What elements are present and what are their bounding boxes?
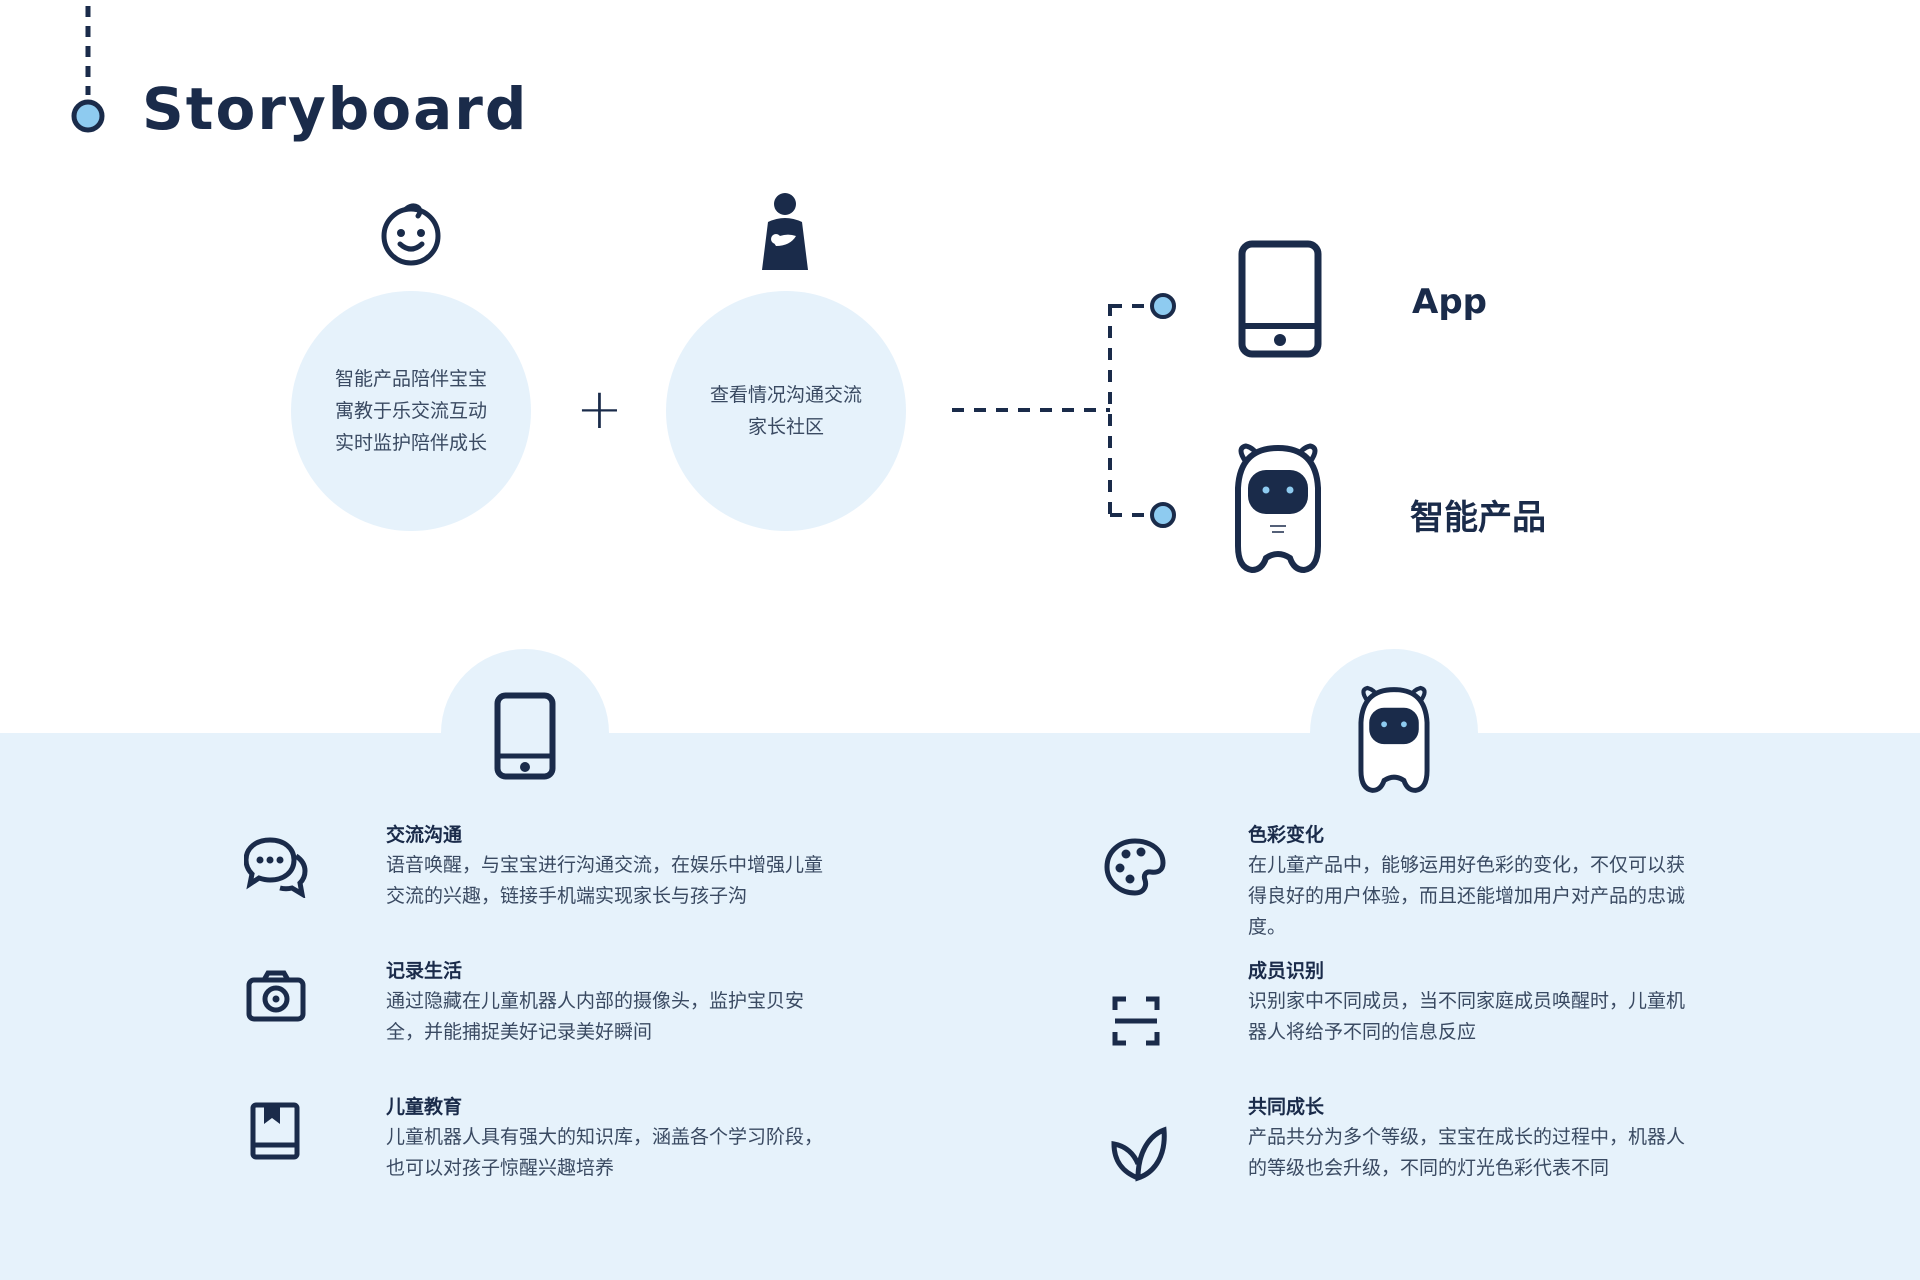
feature-color-desc: 在儿童产品中，能够运用好色彩的变化，不仅可以获得良好的用户体验，而且还能增加用户… — [1248, 854, 1686, 938]
feature-member-desc: 识别家中不同成员，当不同家庭成员唤醒时，儿童机器人将给予不同的信息反应 — [1248, 990, 1686, 1043]
dashed-connector — [950, 290, 1190, 530]
robot-icon — [1232, 442, 1324, 576]
features-robot-icon — [1356, 684, 1432, 796]
feature-chat-title: 交流沟通 — [386, 824, 463, 846]
smartphone-icon — [1238, 240, 1322, 358]
palette-icon — [1104, 838, 1166, 896]
feature-camera: 记录生活 通过隐藏在儿童机器人内部的摄像头，监护宝贝安全，并能捕捉美好记录美好瞬… — [386, 956, 826, 1048]
feature-education-desc: 儿童机器人具有强大的知识库，涵盖各个学习阶段，也可以对孩子惊醒兴趣培养 — [386, 1126, 824, 1179]
scan-frame-icon — [1112, 996, 1160, 1046]
feature-chat: 交流沟通 语音唤醒，与宝宝进行沟通交流，在娱乐中增强儿童交流的兴趣，链接手机端实… — [386, 820, 826, 912]
parent-summary-circle: 查看情况沟通交流 家长社区 — [666, 291, 906, 531]
baby-summary-circle: 智能产品陪伴宝宝 寓教于乐交流互动 实时监护陪伴成长 — [291, 291, 531, 531]
feature-member-title: 成员识别 — [1248, 960, 1325, 982]
feature-growth: 共同成长 产品共分为多个等级，宝宝在成长的过程中，机器人的等级也会升级，不同的灯… — [1248, 1092, 1688, 1184]
feature-camera-desc: 通过隐藏在儿童机器人内部的摄像头，监护宝贝安全，并能捕捉美好记录美好瞬间 — [386, 990, 805, 1043]
feature-color: 色彩变化 在儿童产品中，能够运用好色彩的变化，不仅可以获得良好的用户体验，而且还… — [1248, 820, 1688, 943]
baby-summary-text: 智能产品陪伴宝宝 寓教于乐交流互动 实时监护陪伴成长 — [334, 368, 487, 454]
camera-icon — [246, 970, 306, 1022]
app-label: App — [1412, 282, 1487, 322]
features-panel — [0, 733, 1920, 1280]
feature-education-title: 儿童教育 — [386, 1096, 463, 1118]
leaf-icon — [1110, 1124, 1168, 1182]
feature-chat-desc: 语音唤醒，与宝宝进行沟通交流，在娱乐中增强儿童交流的兴趣，链接手机端实现家长与孩… — [386, 854, 824, 907]
feature-member: 成员识别 识别家中不同成员，当不同家庭成员唤醒时，儿童机器人将给予不同的信息反应 — [1248, 956, 1688, 1048]
feature-growth-title: 共同成长 — [1248, 1096, 1325, 1118]
baby-face-icon — [378, 200, 444, 266]
plus-sign: + — [576, 377, 623, 442]
smart-product-label: 智能产品 — [1410, 498, 1546, 538]
parent-icon — [760, 192, 810, 272]
feature-camera-title: 记录生活 — [386, 960, 463, 982]
chat-bubbles-icon — [244, 836, 308, 898]
feature-growth-desc: 产品共分为多个等级，宝宝在成长的过程中，机器人的等级也会升级，不同的灯光色彩代表… — [1248, 1126, 1686, 1179]
page-title: Storyboard — [142, 75, 529, 143]
timeline-marker — [66, 0, 110, 140]
parent-summary-text: 查看情况沟通交流 家长社区 — [709, 384, 862, 438]
feature-color-title: 色彩变化 — [1248, 824, 1325, 846]
app-bump — [441, 649, 609, 817]
feature-education: 儿童教育 儿童机器人具有强大的知识库，涵盖各个学习阶段，也可以对孩子惊醒兴趣培养 — [386, 1092, 826, 1184]
book-icon — [250, 1102, 300, 1160]
features-smartphone-icon — [494, 692, 556, 780]
